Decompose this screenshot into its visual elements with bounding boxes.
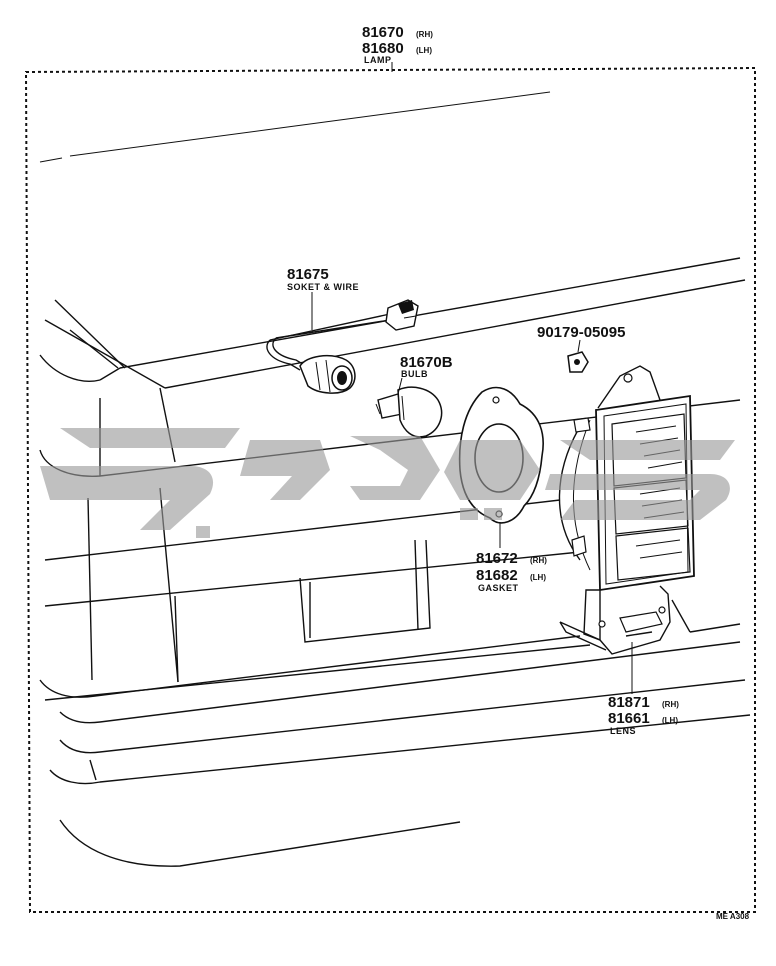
socket-number: 81675 xyxy=(287,266,329,283)
label-screw: 90179-05095 xyxy=(537,324,625,341)
screw xyxy=(567,351,589,373)
label-lamp: 81670 (RH) 81680 (LH) LAMP xyxy=(362,24,433,65)
lamp-number-lh: 81680 xyxy=(362,40,404,57)
lamp-name: LAMP xyxy=(364,55,392,65)
lamp-side-lh: (LH) xyxy=(416,46,432,55)
socket-wire-assembly xyxy=(266,299,419,394)
screw-number: 90179-05095 xyxy=(537,324,625,341)
lens-number-lh: 81661 xyxy=(608,710,650,727)
gasket-side-rh: (RH) xyxy=(530,556,547,565)
gasket-name: GASKET xyxy=(478,583,519,593)
bulb xyxy=(375,386,443,438)
label-gasket: 81672 (RH) 81682 (LH) GASKET xyxy=(476,550,547,593)
watermark-logo xyxy=(40,428,735,538)
bulb-name: BULB xyxy=(401,369,428,379)
socket-name: SOKET & WIRE xyxy=(287,282,359,292)
lamp-side-rh: (RH) xyxy=(416,30,433,39)
label-socket: 81675 SOKET & WIRE xyxy=(287,266,359,292)
gasket-side-lh: (LH) xyxy=(530,573,546,582)
label-lens: 81871 (RH) 81661 (LH) LENS xyxy=(608,694,679,736)
lens-name: LENS xyxy=(610,726,636,736)
gasket-number-lh: 81682 xyxy=(476,567,518,584)
label-bulb: 81670B BULB xyxy=(400,354,453,379)
lamp-number-rh: 81670 xyxy=(362,24,404,41)
lens-side-lh: (LH) xyxy=(662,716,678,725)
lens-side-rh: (RH) xyxy=(662,700,679,709)
lens-number-rh: 81871 xyxy=(608,694,650,711)
assembly-frame xyxy=(24,66,756,913)
leader-lines xyxy=(311,62,633,694)
bulb-number: 81670B xyxy=(400,354,453,371)
diagram-code: ME A308 xyxy=(716,912,750,921)
gasket-number-rh: 81672 xyxy=(476,550,518,567)
